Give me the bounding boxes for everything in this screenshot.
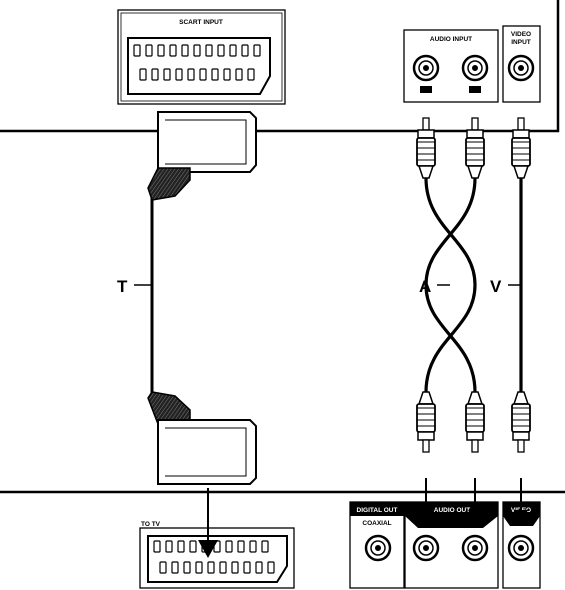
scart-pin <box>249 540 257 553</box>
scart-pin <box>133 44 141 57</box>
scart-pin <box>159 561 167 574</box>
rca-connection-arrows <box>419 478 528 522</box>
video-cable <box>508 178 523 392</box>
scart-pin <box>205 44 213 57</box>
scart-pin <box>267 561 275 574</box>
scart-pin <box>145 44 153 57</box>
scart-pin <box>219 561 227 574</box>
scart-pin <box>193 44 201 57</box>
scart-pin <box>181 44 189 57</box>
scart-pin <box>241 44 249 57</box>
scart-connection-arrow <box>198 488 218 558</box>
scart-pin <box>207 561 215 574</box>
audio-out-block <box>404 501 499 589</box>
scart-cable <box>134 111 257 485</box>
scart-pin <box>163 68 171 81</box>
scart-pin <box>171 561 179 574</box>
to-tv-label: TO TV <box>141 521 161 528</box>
scart-pin <box>189 540 197 553</box>
rca-plug-video-bottom <box>511 391 531 453</box>
audio-input-block <box>403 29 499 103</box>
scart-input-pins <box>133 44 261 81</box>
scart-pin <box>165 540 173 553</box>
rca-plug-audio-right-bottom <box>465 391 485 453</box>
scart-pin <box>217 44 225 57</box>
digital-out-block <box>349 501 405 589</box>
audio-input-label: AUDIO INPUT <box>430 36 472 43</box>
scart-pin <box>223 68 231 81</box>
to-tv-scart-port <box>139 527 295 589</box>
video-input-block <box>502 25 541 103</box>
video-input-label-line1: VIDEO <box>511 31 531 38</box>
scart-pin <box>151 68 159 81</box>
scart-pin <box>235 68 243 81</box>
scart-pin <box>237 540 245 553</box>
video-input-label-line2: INPUT <box>511 39 531 46</box>
scart-pin <box>261 540 269 553</box>
scart-pin <box>177 540 185 553</box>
rca-plug-audio-left-top <box>416 117 436 179</box>
scart-pin <box>231 561 239 574</box>
scart-input-label: SCART INPUT <box>179 19 223 26</box>
scart-plug-top <box>147 111 257 201</box>
scart-pin <box>199 68 207 81</box>
video-cable-label: V <box>490 277 502 296</box>
scart-pin <box>211 68 219 81</box>
scart-cable-label: T <box>117 277 128 296</box>
to-tv-scart-pins <box>153 540 275 574</box>
scart-input-port <box>117 9 286 105</box>
scart-pin <box>169 44 177 57</box>
scart-pin <box>253 44 261 57</box>
scart-pin <box>157 44 165 57</box>
coaxial-label: COAXIAL <box>362 520 391 527</box>
scart-pin <box>183 561 191 574</box>
rca-plug-audio-right-top <box>465 117 485 179</box>
scart-pin <box>195 561 203 574</box>
scart-pin <box>229 44 237 57</box>
rca-plug-audio-left-bottom <box>416 391 436 453</box>
scart-pin <box>255 561 263 574</box>
scart-plug-bottom <box>147 391 257 485</box>
rca-plugs <box>416 117 531 453</box>
rca-plug-video-top <box>511 117 531 179</box>
scart-pin <box>247 68 255 81</box>
digital-out-label: DIGITAL OUT <box>357 507 398 514</box>
scart-pin <box>175 68 183 81</box>
audio-cable-label: A <box>419 277 431 296</box>
scart-pin <box>225 540 233 553</box>
scart-pin <box>243 561 251 574</box>
audio-left-indicator <box>420 86 432 93</box>
scart-pin <box>187 68 195 81</box>
audio-right-indicator <box>469 86 481 93</box>
scart-pin <box>139 68 147 81</box>
audio-cable <box>424 177 477 393</box>
audio-out-label: AUDIO OUT <box>434 507 471 514</box>
scart-pin <box>153 540 161 553</box>
